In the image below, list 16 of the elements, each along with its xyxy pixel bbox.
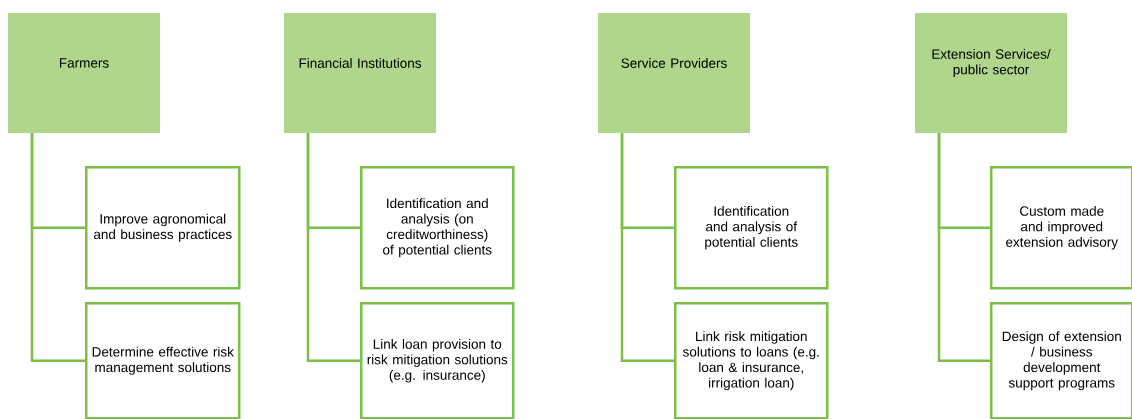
task-box: Identification and analysis of potential clients xyxy=(674,166,829,290)
header-box: Financial Institutions xyxy=(284,13,436,133)
task-box: Determine effective risk management solutions xyxy=(85,302,241,419)
task-box: Design of extension / business development support programs xyxy=(990,302,1132,419)
connector-line xyxy=(937,133,990,362)
connector-line xyxy=(30,133,85,362)
task-box: Identification and analysis (on creditworthiness) of potential clients xyxy=(360,166,515,290)
task-box: Custom made and improved extension advisory xyxy=(990,166,1132,290)
header-box: Extension Services/ public sector xyxy=(915,13,1067,133)
task-box: Link risk mitigation solutions to loans (e.g. loan & insurance, irrigation loan) xyxy=(674,302,829,419)
header-box: Farmers xyxy=(8,13,160,133)
header-box: Service Providers xyxy=(598,13,750,133)
task-box: Link loan provision to risk mitigation solutions (e.g. insurance) xyxy=(360,302,515,419)
task-box: Improve agronomical and business practices xyxy=(85,166,241,290)
connector-line xyxy=(306,133,360,362)
connector-line xyxy=(620,133,674,362)
